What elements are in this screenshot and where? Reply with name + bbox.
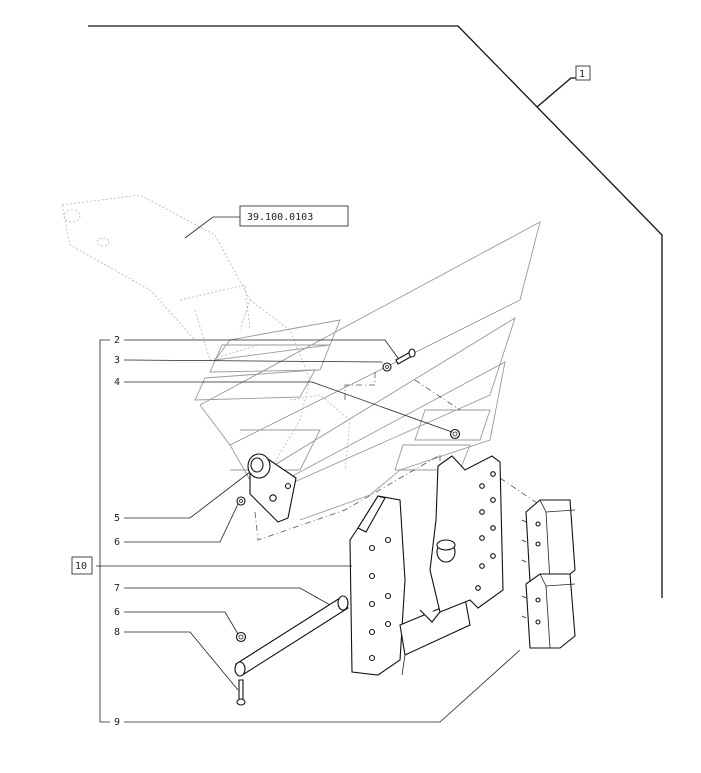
label-5: 5 <box>114 513 120 524</box>
group-callout-10: 10 <box>71 556 93 575</box>
label-2: 2 <box>114 335 120 346</box>
callout-1-text: 1 <box>579 69 585 80</box>
leader-lines <box>123 339 521 723</box>
label-7: 7 <box>114 583 120 594</box>
washer-part-6-upper <box>236 496 246 506</box>
label-6-lower: 6 <box>114 607 120 618</box>
label-6: 6 <box>114 537 120 548</box>
nut-part-4 <box>449 428 461 440</box>
washer-part-3 <box>382 362 392 372</box>
side-plate-front <box>349 495 471 676</box>
frame-lines <box>88 25 663 598</box>
pin-part-7 <box>234 595 349 677</box>
label-8: 8 <box>114 627 120 638</box>
label-9: 9 <box>114 717 120 728</box>
reference-number: 39.100.0103 <box>247 212 313 223</box>
bolt-part-2 <box>395 348 416 365</box>
reference-callout: 39.100.0103 <box>184 205 349 239</box>
weight-blocks-part-9 <box>521 499 576 649</box>
callout-1: 1 <box>575 65 591 81</box>
side-plate-rear <box>419 455 504 623</box>
label-4: 4 <box>114 377 120 388</box>
group-callout-text: 10 <box>75 561 87 572</box>
hitch-bracket <box>247 453 297 523</box>
part-labels: 2 3 4 5 6 7 6 8 9 <box>114 335 120 728</box>
bolt-part-8 <box>236 679 246 706</box>
ghost-lift-arm <box>61 194 351 471</box>
nut-part-6-lower <box>235 631 247 643</box>
group-bracket <box>96 339 352 723</box>
label-3: 3 <box>114 355 120 366</box>
